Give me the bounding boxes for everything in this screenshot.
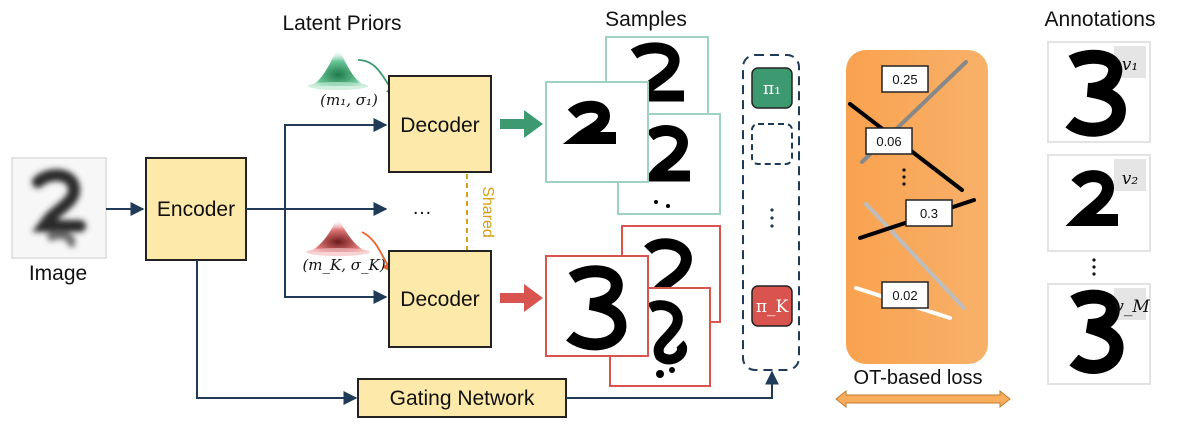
weights-column [742,54,800,371]
ot-double-arrow [835,389,1011,409]
image-label: Image [29,262,87,285]
ot-vertical-ellipsis [902,168,906,186]
annotation-v1-label: v₁ [1122,55,1138,75]
encoder-connections [196,118,388,405]
ot-loss-label: OT-based loss [854,367,983,389]
gaussian-red-icon [306,218,370,256]
pi-1-label: π₁ [763,79,781,99]
annotations-vertical-ellipsis [1092,258,1096,276]
arrow-output-red [500,284,543,312]
annotation-1: v₁ [1047,41,1151,143]
ot-cost-4: 0.02 [892,288,917,303]
digit-2-front [562,100,616,144]
blurred-digit-2 [32,169,86,249]
arrow-encoder-decoder-top [284,118,388,209]
ot-cost-labels: 0.25 0.06 0.3 0.02 [865,65,953,309]
samples-green-stack [545,36,721,215]
annotation-m: v_M [1047,283,1151,385]
shared-label: Shared [479,186,496,238]
middle-ellipsis: … [412,197,432,219]
arrow-output-green [500,110,543,138]
digit-3-front [566,265,627,351]
digit-blob-red-mid [647,300,687,365]
annotations-title: Annotations [1045,8,1156,31]
gating-network-label: Gating Network [390,387,535,410]
weights-vertical-ellipsis [770,208,774,228]
decoder-top-box [388,75,492,173]
samples-red-stack [545,225,721,387]
pi-1-box [751,67,793,109]
annotation-vm-label: v_M [1114,297,1150,317]
encoder-label: Encoder [157,198,235,221]
pi-empty-box [751,123,793,165]
encoder-box [145,157,247,261]
decoder-bottom-label: Decoder [400,288,479,311]
annotation-v2-label: v₂ [1122,169,1139,189]
input-image [11,157,107,259]
digit-2-mid [644,125,690,182]
decoder-bottom-box [388,250,492,348]
ot-cost-2: 0.06 [876,134,901,149]
prior-k-label: (m_K, σ_K) [302,256,385,274]
arrow-encoder-decoder-bottom [284,209,388,304]
gaussian-green-icon [308,48,368,90]
prior-1-label: (m₁, σ₁) [320,91,378,109]
decoder-top-label: Decoder [400,114,479,137]
annotation-2: v₂ [1047,154,1151,252]
ot-cost-1: 0.25 [892,72,917,87]
arrow-gating-weights [566,370,779,399]
ot-cost-3: 0.3 [920,206,938,221]
samples-title: Samples [605,8,687,31]
pi-k-label: π_K [756,297,789,317]
arrow-encoder-gating [196,260,358,405]
pi-k-box [751,285,793,327]
latent-priors-title: Latent Priors [282,12,401,35]
